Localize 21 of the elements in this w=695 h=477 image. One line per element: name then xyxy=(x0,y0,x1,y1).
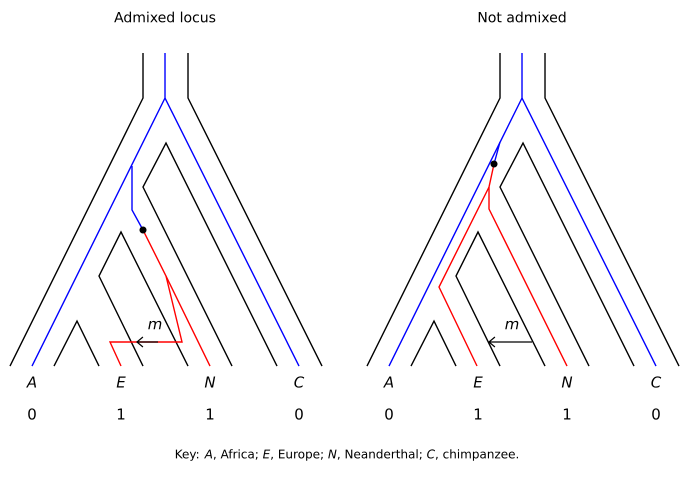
allele-count: 1 xyxy=(206,408,214,420)
rate-label: m xyxy=(148,320,162,330)
tip-label: C xyxy=(294,376,304,388)
tip-label: A xyxy=(383,376,394,388)
caption: Key: A, Africa; E, Europe; N, Neanderthal; C, chimpanzee. xyxy=(176,449,518,461)
panel-title: Admixed locus xyxy=(114,12,216,22)
panel-title: Not admixed xyxy=(478,12,566,22)
tip-label: C xyxy=(651,376,662,388)
allele-count: 1 xyxy=(474,408,482,420)
tip-label: A xyxy=(26,376,36,388)
tip-label: N xyxy=(562,376,572,388)
allele-count: 1 xyxy=(118,408,124,420)
tip-label: E xyxy=(116,376,126,388)
allele-count: 0 xyxy=(295,408,303,420)
allele-count: 0 xyxy=(28,408,36,420)
tip-label: E xyxy=(474,376,483,388)
allele-count: 0 xyxy=(652,408,660,420)
allele-count: 0 xyxy=(385,408,393,420)
tip-label: N xyxy=(204,376,216,388)
allele-count: 1 xyxy=(564,408,570,420)
rate-label: m xyxy=(505,320,518,330)
